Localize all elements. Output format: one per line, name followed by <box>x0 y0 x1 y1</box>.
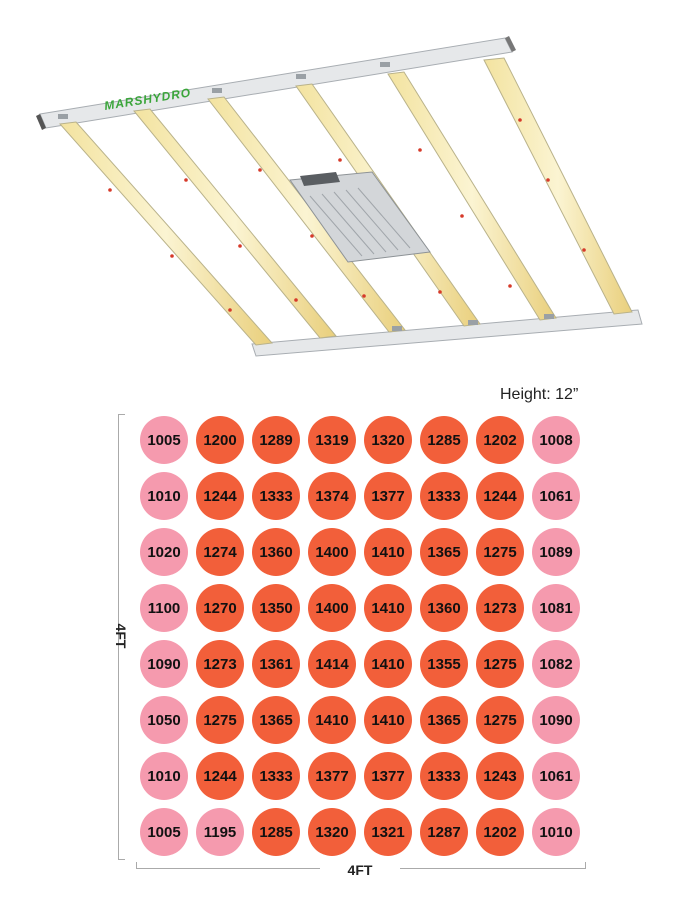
height-label: Height: 12” <box>500 386 579 403</box>
ppfd-cell-r2-c8: 1061 <box>532 472 580 520</box>
ppfd-cell-r5-c8: 1082 <box>532 640 580 688</box>
ppfd-cell-r1-c1: 1005 <box>140 416 188 464</box>
ppfd-cell-r4-c3: 1350 <box>252 584 300 632</box>
ppfd-cell-r4-c6: 1360 <box>420 584 468 632</box>
ppfd-cell-r7-c4: 1377 <box>308 752 356 800</box>
back-rail <box>39 37 513 129</box>
side-dimension-bracket <box>118 414 125 860</box>
ppfd-cell-r1-c2: 1200 <box>196 416 244 464</box>
ppfd-cell-r8-c4: 1320 <box>308 808 356 856</box>
ppfd-cell-r2-c3: 1333 <box>252 472 300 520</box>
red-diodes <box>108 118 586 312</box>
ppfd-cell-r2-c4: 1374 <box>308 472 356 520</box>
ppfd-cell-r1-c6: 1285 <box>420 416 468 464</box>
ppfd-cell-r2-c7: 1244 <box>476 472 524 520</box>
ppfd-cell-r5-c5: 1410 <box>364 640 412 688</box>
ppfd-cell-r6-c6: 1365 <box>420 696 468 744</box>
ppfd-cell-r8-c2: 1195 <box>196 808 244 856</box>
ppfd-cell-r8-c7: 1202 <box>476 808 524 856</box>
ppfd-cell-r5-c7: 1275 <box>476 640 524 688</box>
ppfd-cell-r5-c6: 1355 <box>420 640 468 688</box>
ppfd-cell-r5-c4: 1414 <box>308 640 356 688</box>
ppfd-cell-r6-c7: 1275 <box>476 696 524 744</box>
ppfd-cell-r5-c1: 1090 <box>140 640 188 688</box>
ppfd-cell-r3-c2: 1274 <box>196 528 244 576</box>
ppfd-cell-r7-c3: 1333 <box>252 752 300 800</box>
ppfd-cell-r7-c8: 1061 <box>532 752 580 800</box>
driver-box <box>289 171 431 263</box>
ppfd-cell-r5-c3: 1361 <box>252 640 300 688</box>
ppfd-cell-r4-c8: 1081 <box>532 584 580 632</box>
ppfd-cell-r7-c2: 1244 <box>196 752 244 800</box>
ppfd-cell-r3-c4: 1400 <box>308 528 356 576</box>
ppfd-cell-r8-c1: 1005 <box>140 808 188 856</box>
ppfd-cell-r2-c6: 1333 <box>420 472 468 520</box>
ppfd-cell-r4-c4: 1400 <box>308 584 356 632</box>
ppfd-cell-r4-c1: 1100 <box>140 584 188 632</box>
bottom-dimension-label: 4FT <box>320 862 400 878</box>
ppfd-cell-r7-c1: 1010 <box>140 752 188 800</box>
ppfd-cell-r1-c5: 1320 <box>364 416 412 464</box>
ppfd-cell-r5-c2: 1273 <box>196 640 244 688</box>
ppfd-cell-r6-c4: 1410 <box>308 696 356 744</box>
ppfd-cell-r3-c6: 1365 <box>420 528 468 576</box>
ppfd-cell-r2-c2: 1244 <box>196 472 244 520</box>
ppfd-cell-r6-c5: 1410 <box>364 696 412 744</box>
ppfd-cell-r3-c3: 1360 <box>252 528 300 576</box>
ppfd-cell-r3-c7: 1275 <box>476 528 524 576</box>
side-dimension-label: 4FT <box>113 623 129 649</box>
ppfd-cell-r1-c8: 1008 <box>532 416 580 464</box>
ppfd-cell-r2-c5: 1377 <box>364 472 412 520</box>
ppfd-cell-r2-c1: 1010 <box>140 472 188 520</box>
ppfd-cell-r6-c8: 1090 <box>532 696 580 744</box>
ppfd-cell-r4-c7: 1273 <box>476 584 524 632</box>
ppfd-cell-r3-c8: 1089 <box>532 528 580 576</box>
front-rail <box>251 309 643 357</box>
ppfd-cell-r7-c7: 1243 <box>476 752 524 800</box>
grow-light-fixture-image: MARSHYDRO <box>36 36 643 357</box>
ppfd-cell-r4-c2: 1270 <box>196 584 244 632</box>
ppfd-cell-r6-c1: 1050 <box>140 696 188 744</box>
ppfd-cell-r6-c2: 1275 <box>196 696 244 744</box>
ppfd-cell-r7-c5: 1377 <box>364 752 412 800</box>
ppfd-cell-r8-c5: 1321 <box>364 808 412 856</box>
ppfd-cell-r1-c4: 1319 <box>308 416 356 464</box>
ppfd-cell-r7-c6: 1333 <box>420 752 468 800</box>
ppfd-cell-r3-c1: 1020 <box>140 528 188 576</box>
ppfd-cell-r1-c3: 1289 <box>252 416 300 464</box>
ppfd-cell-r3-c5: 1410 <box>364 528 412 576</box>
ppfd-cell-r8-c8: 1010 <box>532 808 580 856</box>
ppfd-cell-r1-c7: 1202 <box>476 416 524 464</box>
ppfd-cell-r4-c5: 1410 <box>364 584 412 632</box>
ppfd-cell-r6-c3: 1365 <box>252 696 300 744</box>
ppfd-cell-r8-c3: 1285 <box>252 808 300 856</box>
ppfd-cell-r8-c6: 1287 <box>420 808 468 856</box>
